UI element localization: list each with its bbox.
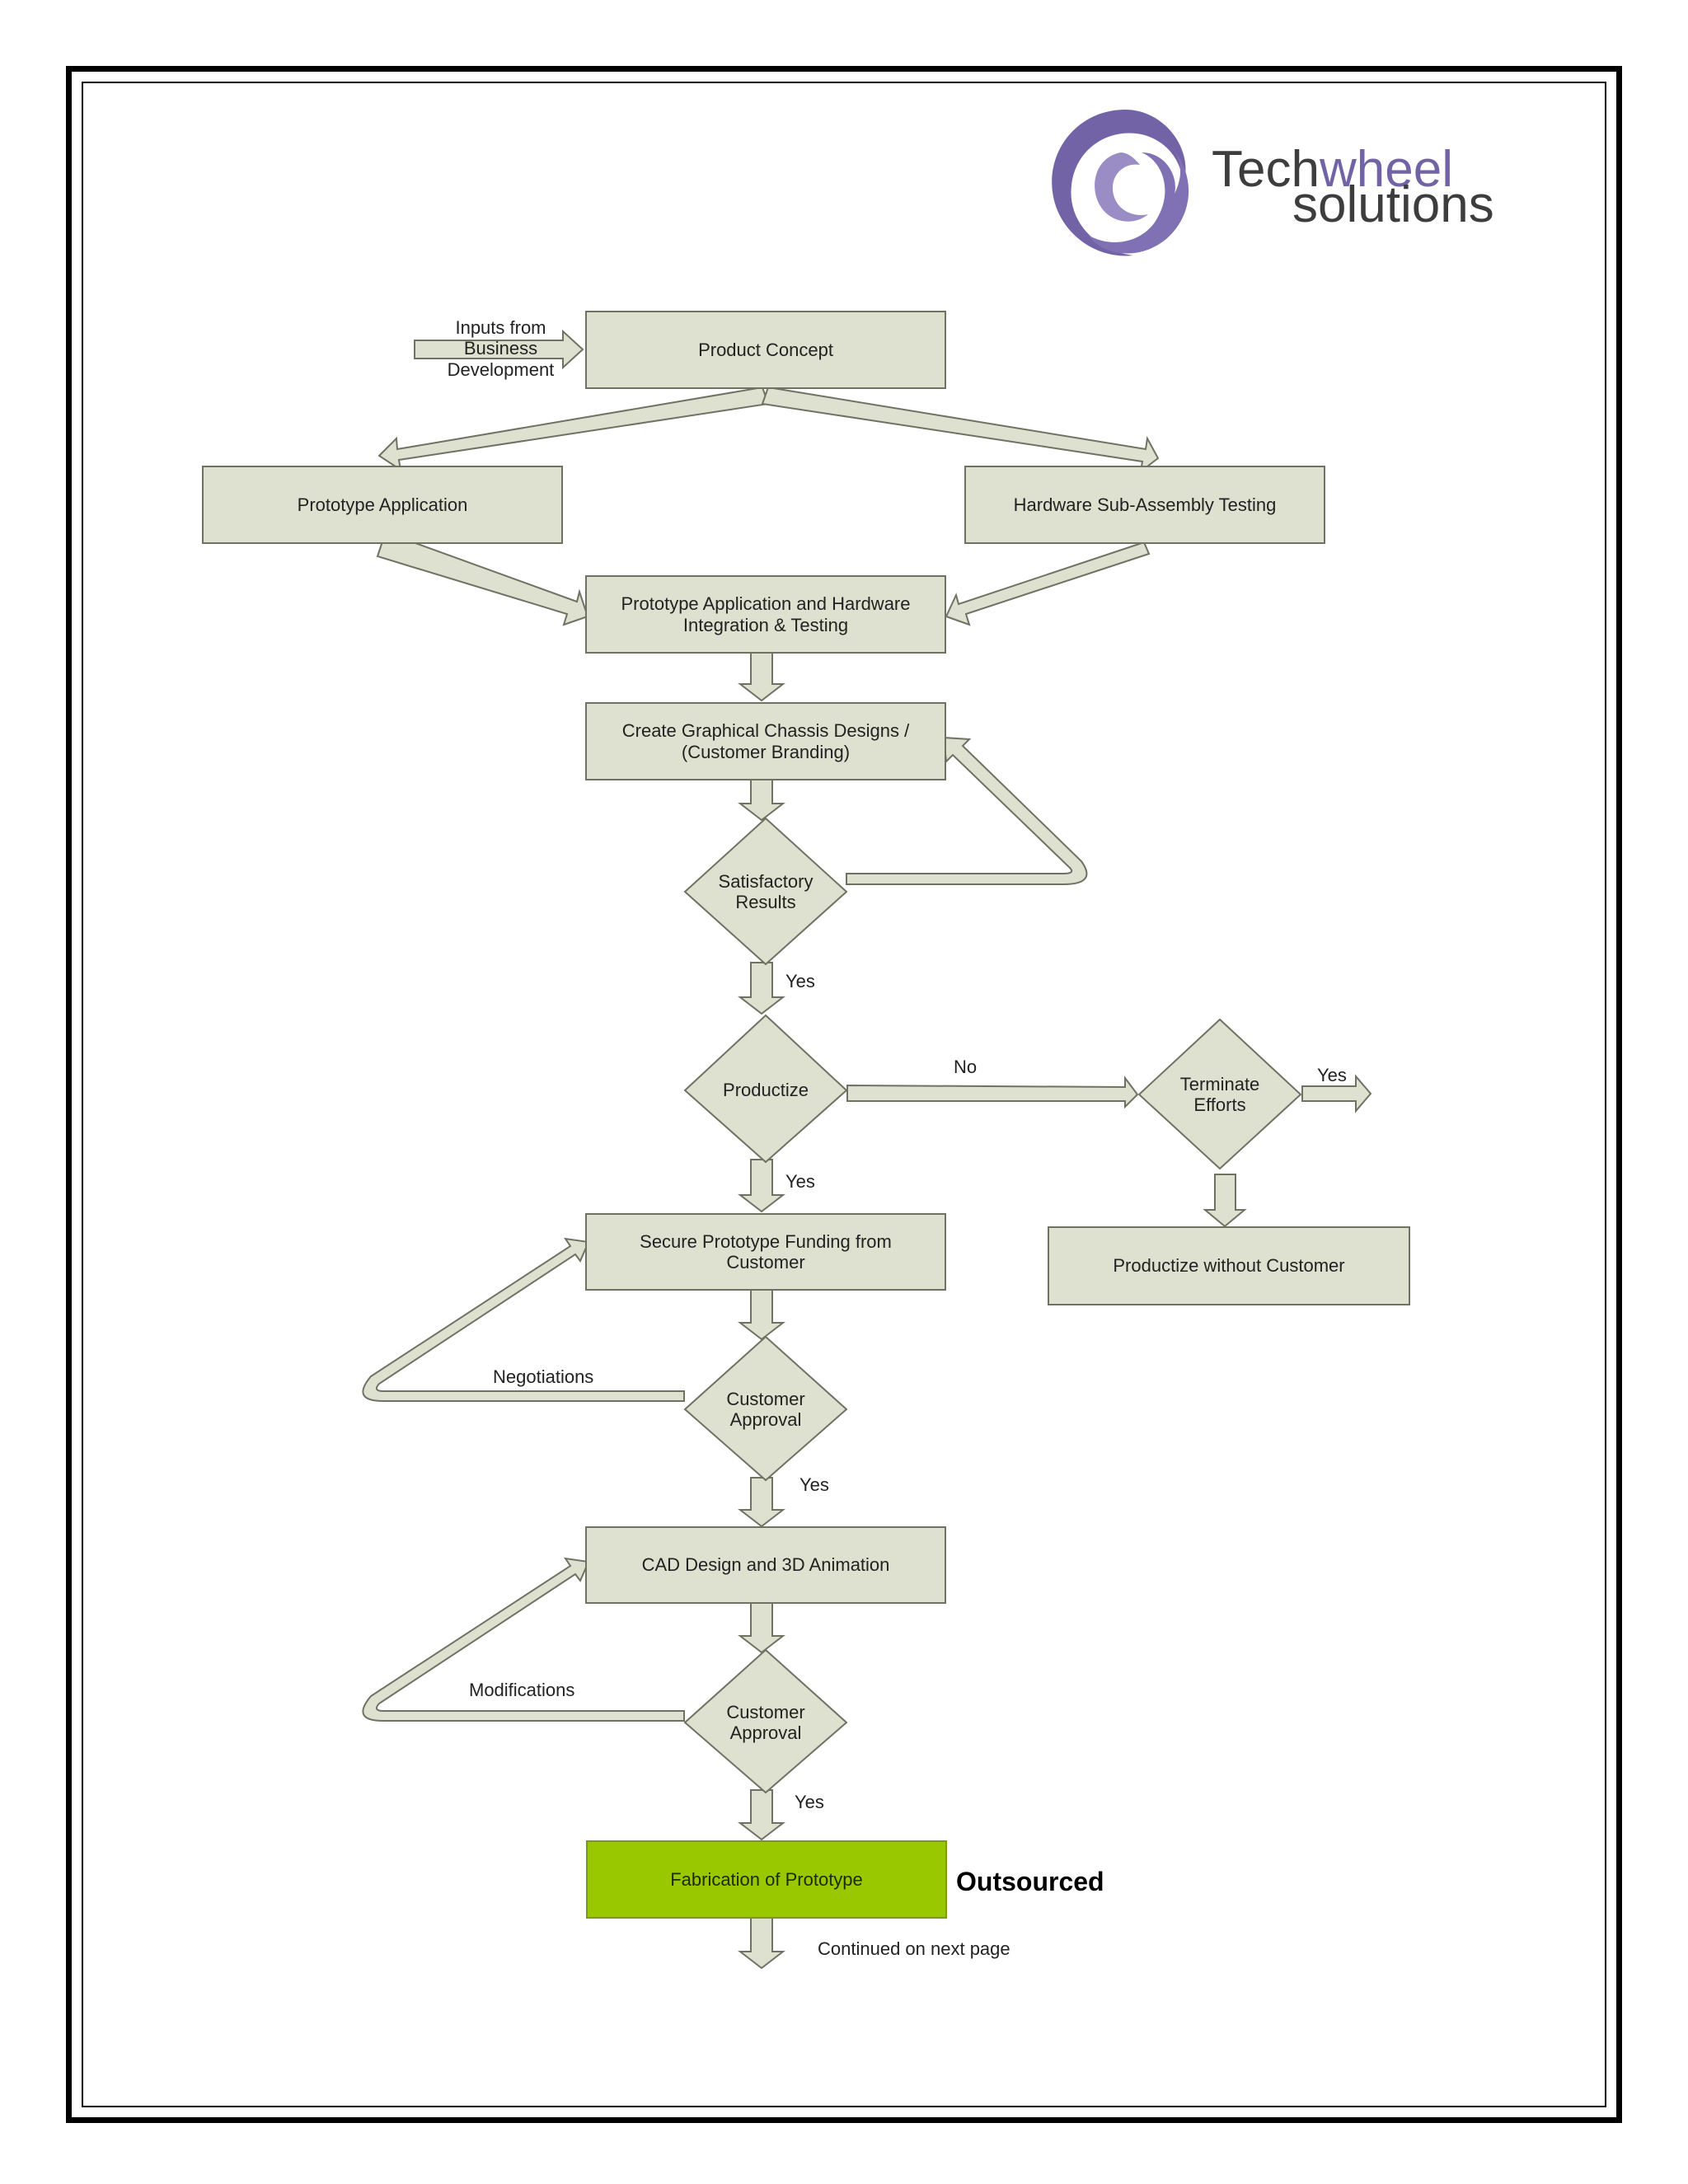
hardware-testing-box: Hardware Sub-Assembly Testing — [964, 466, 1325, 544]
input-label: Inputs from Business Development — [447, 317, 555, 380]
chassis-designs-box: Create Graphical Chassis Designs / (Cust… — [585, 702, 946, 780]
customer-approval-2-label: Customer Approval — [726, 1701, 805, 1743]
secure-funding-box: Secure Prototype Funding from Customer — [585, 1213, 946, 1291]
diamond-satisfactory-results — [683, 817, 848, 966]
arrow-satisfactory-to-productize — [738, 962, 785, 1015]
arrow-hardware-to-integration — [945, 541, 1151, 626]
productize-without-customer-box: Productize without Customer — [1048, 1226, 1410, 1305]
cad-design-box: CAD Design and 3D Animation — [585, 1526, 946, 1604]
arrow-terminate-yes — [1301, 1074, 1372, 1113]
arrow-integration-to-chassis — [738, 652, 785, 702]
prototype-application-box: Prototype Application — [202, 466, 563, 544]
loop-modifications — [362, 1557, 685, 1722]
arrow-chassis-to-satisfactory — [738, 779, 785, 822]
yes-label-terminate: Yes — [1317, 1065, 1347, 1085]
arrow-concept-to-prototype — [377, 386, 770, 472]
diamond-customer-approval-1 — [683, 1335, 848, 1482]
page-inner-border — [82, 82, 1606, 2107]
diamond-customer-approval-2 — [683, 1648, 848, 1794]
arrow-funding-to-approval1 — [738, 1289, 785, 1341]
loop-negotiations — [362, 1237, 685, 1402]
page-border — [66, 66, 1622, 2123]
yes-label-productize: Yes — [785, 1171, 815, 1192]
techwheel-swirl-logo — [1052, 110, 1189, 256]
no-label-productize: No — [954, 1057, 978, 1077]
logo-wordmark-line1: Techwheel — [1212, 141, 1453, 198]
yes-label-satisfactory: Yes — [785, 971, 815, 991]
arrow-productize-to-funding — [738, 1159, 785, 1213]
continued-label: Continued on next page — [818, 1938, 1010, 1959]
modifications-label: Modifications — [469, 1680, 575, 1700]
arrow-approval1-to-cad — [738, 1477, 785, 1528]
productize-label: Productize — [723, 1080, 809, 1101]
arrow-cad-to-approval2 — [738, 1602, 785, 1654]
yes-label-approval-2: Yes — [795, 1792, 824, 1812]
input-arrow — [414, 329, 584, 370]
arrow-prototype-to-integration — [376, 531, 589, 626]
satisfactory-results-label: Satisfactory Results — [718, 870, 814, 912]
diamond-productize — [683, 1014, 848, 1164]
terminate-efforts-label: Terminate Efforts — [1179, 1073, 1260, 1115]
arrow-approval2-to-fabrication — [738, 1789, 785, 1841]
arrow-fabrication-continued — [738, 1913, 785, 1970]
arrow-productize-to-terminate — [846, 1076, 1139, 1109]
arrow-concept-to-hardware — [761, 386, 1160, 474]
negotiations-label: Negotiations — [493, 1366, 594, 1387]
diamond-terminate-efforts — [1137, 1018, 1302, 1170]
outsourced-label: Outsourced — [956, 1867, 1104, 1896]
integration-testing-box: Prototype Application and Hardware Integ… — [585, 575, 946, 654]
yes-label-approval-1: Yes — [799, 1474, 829, 1495]
product-concept-box: Product Concept — [585, 311, 946, 389]
fabrication-box: Fabrication of Prototype — [586, 1840, 947, 1919]
customer-approval-1-label: Customer Approval — [726, 1388, 805, 1430]
logo-wordmark-line2: solutions — [1292, 176, 1494, 233]
arrow-terminate-to-without-customer — [1203, 1174, 1247, 1228]
